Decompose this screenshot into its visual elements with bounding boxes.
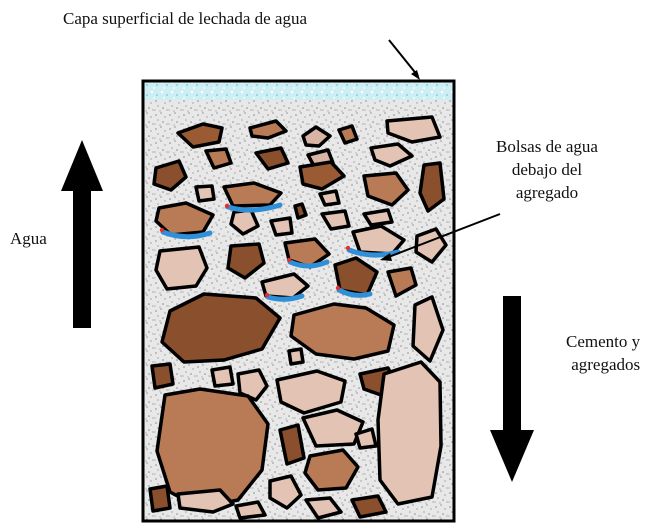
water-arrow-head bbox=[61, 140, 103, 191]
aggregate bbox=[152, 364, 173, 388]
cement-arrow-head bbox=[490, 430, 534, 482]
cement-aggregates-label: Cemento y agregados bbox=[566, 331, 640, 377]
water-pockets-line-2: debajo del bbox=[496, 159, 598, 182]
aggregate bbox=[320, 191, 339, 205]
aggregate bbox=[271, 218, 292, 235]
bleed-mark bbox=[346, 246, 350, 250]
surface-layer-leader-head bbox=[411, 70, 420, 80]
water-up-arrow bbox=[61, 140, 103, 328]
surface-layer-leader bbox=[389, 40, 418, 76]
aggregate bbox=[356, 429, 376, 448]
aggregate bbox=[236, 502, 265, 518]
cement-down-arrow bbox=[490, 296, 534, 482]
aggregate bbox=[378, 362, 441, 504]
aggregate bbox=[352, 496, 386, 517]
water-label: Agua bbox=[10, 228, 47, 251]
bleed-mark bbox=[336, 286, 340, 290]
surface-layer-label: Capa superficial de lechada de agua bbox=[63, 8, 307, 31]
water-pockets-line-1: Bolsas de agua bbox=[496, 136, 598, 159]
cement-aggregates-line-1: Cemento y bbox=[566, 331, 640, 354]
aggregate bbox=[212, 367, 233, 386]
aggregate bbox=[156, 247, 207, 289]
aggregate bbox=[289, 349, 303, 364]
aggregate bbox=[196, 186, 214, 201]
cement-arrow-shaft bbox=[503, 296, 521, 432]
bleed-mark bbox=[225, 204, 229, 208]
bleed-mark bbox=[265, 293, 269, 297]
bleed-mark bbox=[160, 228, 164, 232]
laitance-layer bbox=[143, 81, 454, 100]
aggregate bbox=[364, 210, 392, 225]
water-pockets-label: Bolsas de agua debajo del agregado bbox=[496, 136, 598, 205]
aggregate bbox=[150, 486, 170, 511]
aggregate bbox=[420, 163, 444, 211]
bleed-mark bbox=[287, 258, 291, 262]
aggregate bbox=[178, 490, 233, 512]
water-arrow-shaft bbox=[73, 188, 91, 328]
water-pockets-line-3: agregado bbox=[496, 182, 598, 205]
aggregate bbox=[305, 450, 358, 490]
aggregate bbox=[295, 204, 306, 218]
cement-aggregates-line-2: agregados bbox=[566, 354, 640, 377]
